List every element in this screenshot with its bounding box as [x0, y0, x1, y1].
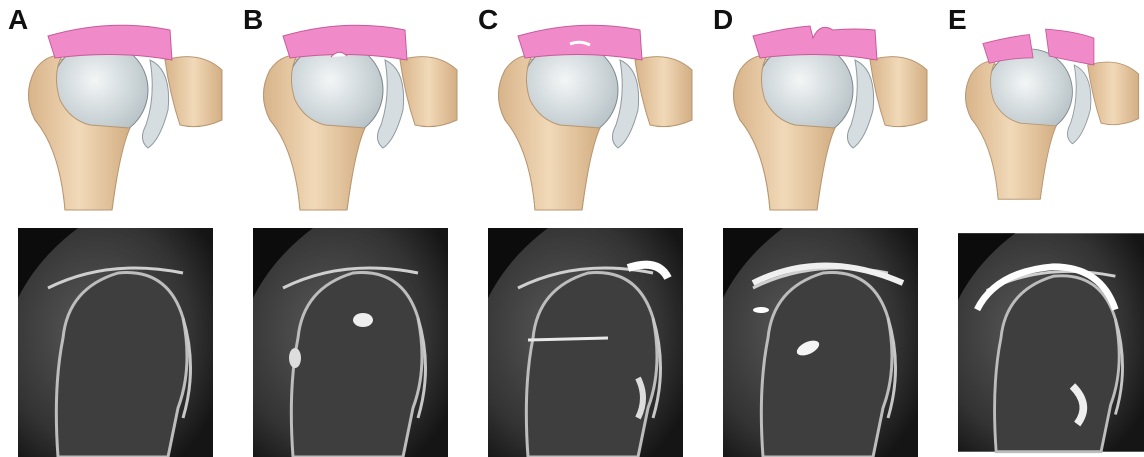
- panel-a: A: [0, 0, 228, 457]
- rotator-cuff-tendon: [753, 26, 877, 60]
- shoulder-illustration: [940, 0, 1144, 215]
- panel-c: C: [470, 0, 698, 457]
- panel-b: B: [235, 0, 463, 457]
- panel-d: D: [705, 0, 933, 457]
- shoulder-illustration: [0, 0, 228, 215]
- rotator-cuff-tendon: [48, 25, 172, 60]
- mri-image: [488, 228, 683, 457]
- shoulder-illustration: [235, 0, 463, 215]
- mri-image: [253, 228, 448, 457]
- shoulder-illustration: [470, 0, 698, 215]
- mri-image: [958, 228, 1144, 457]
- shoulder-illustration: [705, 0, 933, 215]
- mri-image: [18, 228, 213, 457]
- panel-e: E: [940, 0, 1144, 457]
- mri-image: [723, 228, 918, 457]
